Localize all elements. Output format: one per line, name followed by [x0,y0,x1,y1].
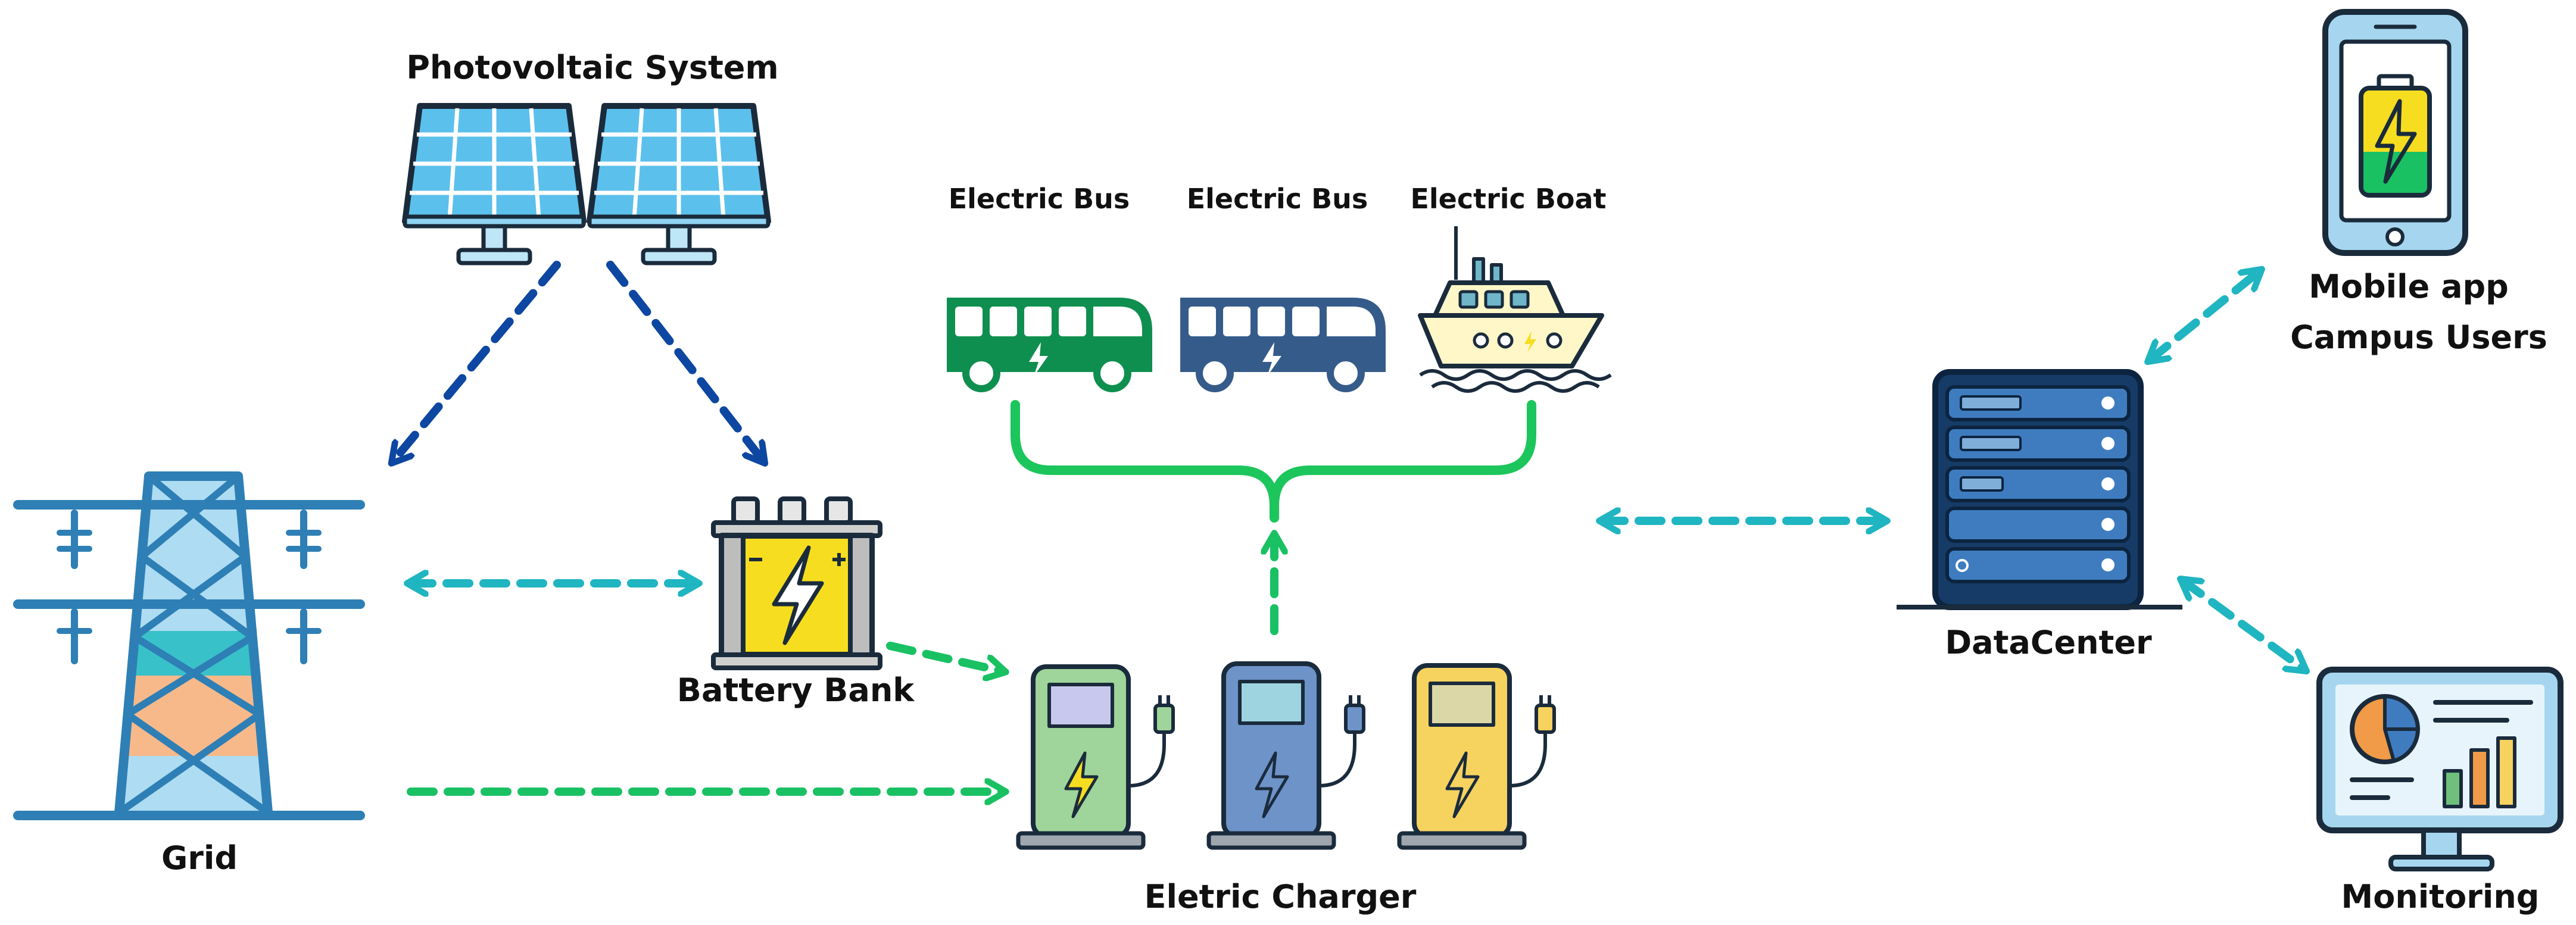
arrow-datacenter-monitoring [2182,580,2304,670]
photovoltaic-system-icon [402,103,771,265]
electric-bus-green-icon [947,298,1152,392]
monitoring-label: Monitoring [2341,878,2540,915]
battery-bank-icon [711,496,882,670]
datacenter-server-icon [1897,369,2182,610]
charger-green-icon [1016,664,1175,850]
grid-label: Grid [161,839,238,877]
charger-blue-icon [1206,661,1365,850]
mobile-phone-icon [2322,9,2468,256]
mobile-label-line1: Mobile app [2309,268,2509,305]
bus1-label: Electric Bus [949,183,1130,215]
electric-bus-navy-icon [1180,298,1386,392]
arrow-battery-to-charger [886,642,1003,671]
solar-panel-right-icon [587,103,771,265]
solar-panel-left-icon [402,103,587,265]
datacenter-label: DataCenter [1945,624,2152,661]
monitoring-screen-icon [2316,667,2563,871]
mobile-label-line2: Campus Users [2290,318,2547,356]
photovoltaic-label: Photovoltaic System [406,49,778,86]
vehicles-connector [1011,400,1536,523]
arrow-pv-to-battery [606,261,763,461]
charger-yellow-icon [1397,663,1556,850]
charger-label: Eletric Charger [1144,878,1417,915]
electric-boat-icon [1418,226,1612,393]
bus2-label: Electric Bus [1187,183,1368,215]
arrow-pv-to-grid [393,261,561,461]
battery-label: Battery Bank [677,671,915,709]
arrow-datacenter-mobile [2150,271,2260,360]
grid-tower-icon [13,471,365,820]
boat-label: Electric Boat [1410,183,1606,215]
